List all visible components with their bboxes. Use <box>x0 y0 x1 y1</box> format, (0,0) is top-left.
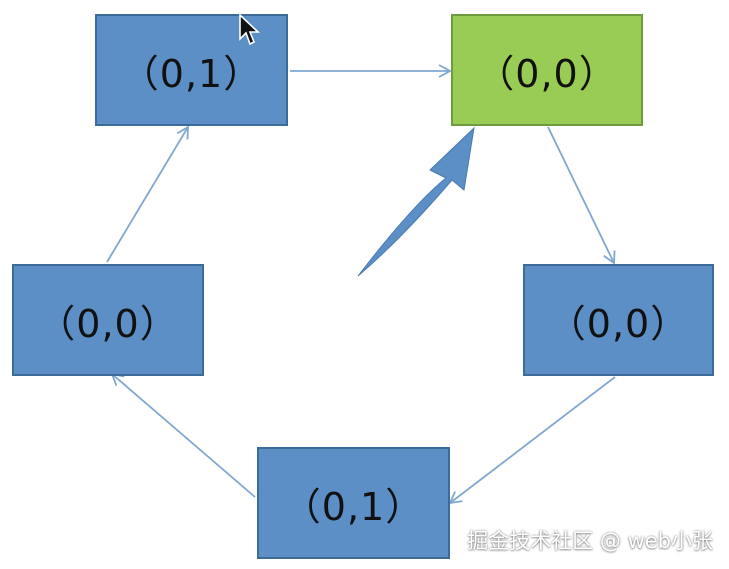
node-bottom: （0,1） <box>257 447 450 559</box>
edge-bottom-to-mid-left <box>110 372 256 498</box>
edge-top-right-to-mid-right <box>547 126 616 265</box>
node-top-left-label: （0,1） <box>120 51 263 96</box>
node-mid-right-label: （0,0） <box>547 301 690 346</box>
node-mid-left-label: （0,0） <box>37 301 179 346</box>
mouse-cursor-icon <box>239 13 261 46</box>
node-top-right-label: （0,0） <box>476 51 618 96</box>
node-mid-left: （0,0） <box>12 264 204 376</box>
edge-mid-right-to-bottom <box>448 376 616 505</box>
pointer-arrow-icon <box>357 126 475 277</box>
edge-mid-left-to-top-left <box>106 125 189 263</box>
watermark-text: 掘金技术社区 @ web小张 <box>467 529 713 553</box>
node-mid-right: （0,0） <box>523 264 714 376</box>
node-bottom-label: （0,1） <box>282 484 425 529</box>
node-top-right: （0,0） <box>451 14 643 126</box>
